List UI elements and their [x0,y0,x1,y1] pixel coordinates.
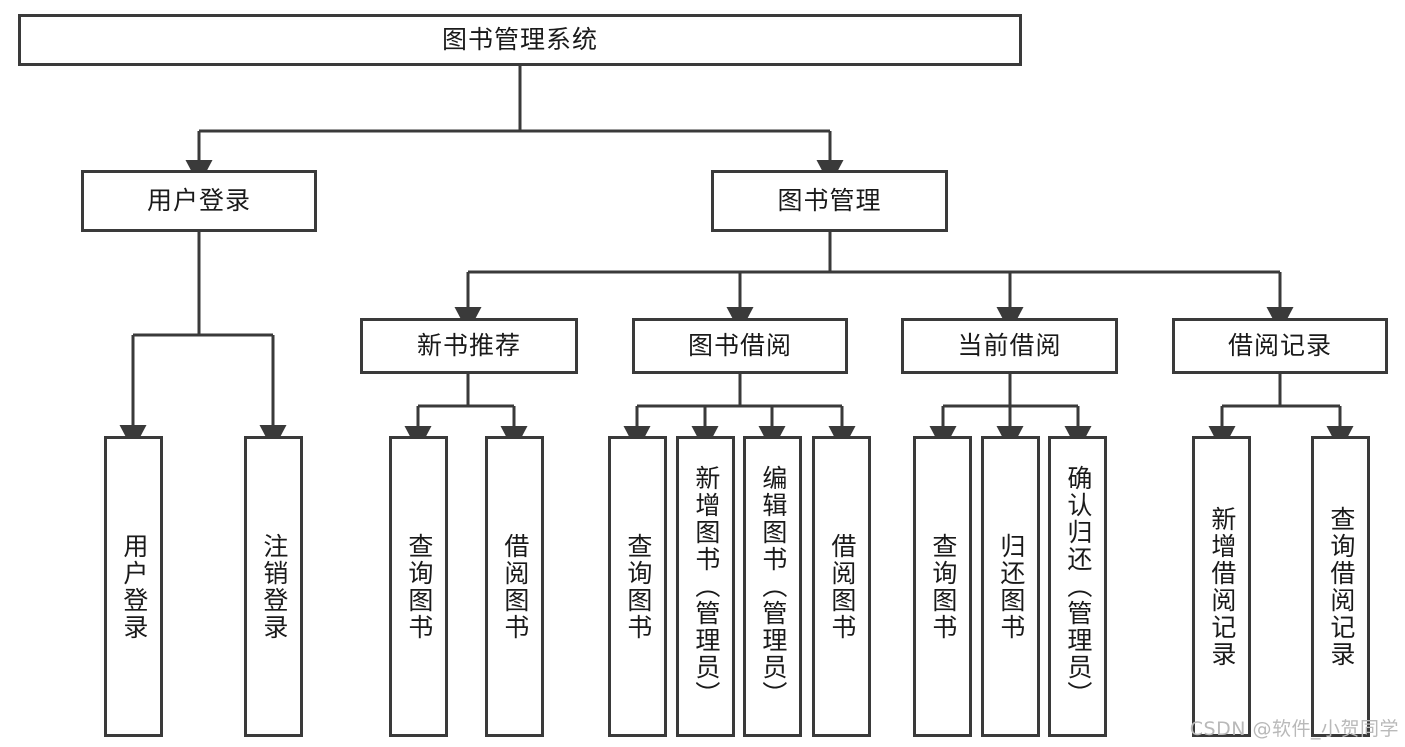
node-user-login[interactable]: 用户登录 [81,170,317,232]
node-label: 编辑图书（管理员） [758,465,788,708]
node-label: 当前借阅 [957,331,1062,361]
node-leaf-user-login[interactable]: 用户登录 [104,436,163,737]
node-leaf-logout[interactable]: 注销登录 [244,436,303,737]
node-label: 图书管理系统 [441,25,598,55]
node-label: 图书借阅 [687,331,792,361]
node-label: 查询图书 [404,532,434,641]
node-leaf-add-book-admin[interactable]: 新增图书（管理员） [676,436,735,737]
node-leaf-confirm-return-admin[interactable]: 确认归还（管理员） [1048,436,1107,737]
node-leaf-borrow-book-recommendation[interactable]: 借阅图书 [485,436,544,737]
node-current-borrow[interactable]: 当前借阅 [901,318,1118,374]
node-label: 借阅图书 [500,532,530,641]
node-label: 确认归还（管理员） [1063,465,1093,708]
node-label: 新增借阅记录 [1207,505,1237,668]
node-label: 用户登录 [146,186,251,216]
node-book-borrow[interactable]: 图书借阅 [632,318,848,374]
node-root-book-management-system[interactable]: 图书管理系统 [18,14,1022,66]
node-leaf-query-book-borrow[interactable]: 查询图书 [608,436,667,737]
node-label: 新书推荐 [416,331,521,361]
node-leaf-borrow-book[interactable]: 借阅图书 [812,436,871,737]
node-label: 归还图书 [996,532,1026,641]
node-leaf-edit-book-admin[interactable]: 编辑图书（管理员） [743,436,802,737]
node-label: 用户登录 [119,532,149,641]
csdn-watermark: CSDN @软件_小贺同学 [1189,718,1399,740]
node-book-management[interactable]: 图书管理 [711,170,948,232]
node-label: 借阅图书 [827,532,857,641]
node-label: 图书管理 [777,186,882,216]
node-label: 借阅记录 [1227,331,1332,361]
node-label: 查询借阅记录 [1326,505,1356,668]
node-label: 注销登录 [259,532,289,641]
node-label: 查询图书 [623,532,653,641]
node-label: 查询图书 [928,532,958,641]
node-leaf-return-book[interactable]: 归还图书 [981,436,1040,737]
node-leaf-query-borrow-record[interactable]: 查询借阅记录 [1311,436,1370,737]
node-leaf-add-borrow-record[interactable]: 新增借阅记录 [1192,436,1251,737]
node-new-book-recommendation[interactable]: 新书推荐 [360,318,578,374]
node-borrow-record[interactable]: 借阅记录 [1172,318,1388,374]
node-label: 新增图书（管理员） [691,465,721,708]
node-leaf-query-book-recommendation[interactable]: 查询图书 [389,436,448,737]
node-leaf-query-book-current[interactable]: 查询图书 [913,436,972,737]
